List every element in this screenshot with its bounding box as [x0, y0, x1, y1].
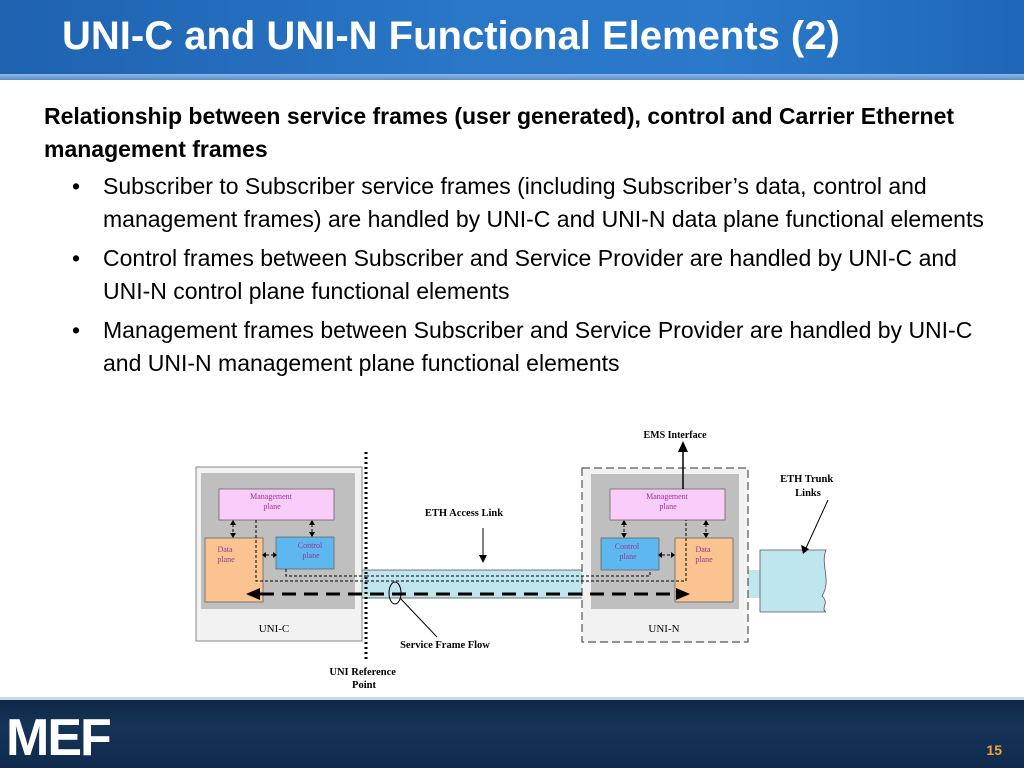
slide-subtitle: Relationship between service frames (use… [44, 103, 955, 162]
uni-c-control-path [285, 569, 366, 577]
arrowhead [658, 552, 662, 558]
arrowhead [671, 552, 675, 558]
uni-c-control-plane [275, 536, 335, 570]
arrowhead [273, 552, 277, 558]
uni-c-data-line2: plane [217, 555, 235, 564]
uni-c-management-plane [218, 488, 335, 521]
uni-c-data-plane [204, 537, 264, 603]
uni-c-data-line1: Data [217, 545, 233, 554]
bullet-text: Management frames between Subscriber and… [103, 317, 973, 376]
eth-trunk-link-shape [759, 549, 827, 613]
uni-c-control-label: Control plane [298, 541, 324, 560]
uni-reference-label: UNI Reference Point [329, 667, 398, 691]
slide-title: UNI-C and UNI-N Functional Elements (2) [62, 14, 840, 58]
arrowhead [230, 520, 236, 525]
uni-c-data-label: Data plane [217, 545, 235, 564]
uni-n-management-plane [609, 488, 726, 521]
arrowhead [678, 441, 688, 452]
eth-trunk-label: ETH Trunk Links [780, 474, 836, 499]
uni-c-inner [201, 473, 355, 609]
footer-bar [0, 700, 1024, 768]
service-frame-flow-right-arrowhead [676, 588, 690, 600]
uni-n-control-line1: Control [615, 542, 640, 551]
arrowhead [479, 555, 487, 563]
arrowhead [262, 552, 266, 558]
slide-body: Relationship between service frames (use… [44, 100, 994, 386]
uni-n-label: UNI-N [648, 623, 679, 635]
uni-n-management-line2: plane [659, 502, 677, 511]
uni-c-box [195, 466, 363, 642]
service-frame-flow-pointer [399, 597, 438, 638]
arrowhead [703, 533, 709, 538]
arrowhead [621, 520, 627, 525]
service-frame-flow-label: Service Frame Flow [400, 640, 490, 651]
arrowhead [309, 520, 315, 525]
uni-n-control-path [366, 570, 651, 577]
uni-n-management-label: Management plane [646, 492, 690, 511]
uni-c-control-line2: plane [302, 551, 320, 560]
eth-trunk-line1: ETH Trunk [780, 474, 833, 485]
uni-n-data-label: Data plane [695, 545, 713, 564]
uni-n-management-line1: Management [646, 492, 689, 501]
eth-access-link-label: ETH Access Link [425, 508, 503, 519]
uni-c-label: UNI-C [259, 623, 290, 635]
arrowhead [230, 533, 236, 538]
bullet-icon: • [72, 317, 81, 343]
uni-n-inner [591, 474, 739, 609]
service-frame-flow-marker [388, 581, 402, 605]
bullet-text: Subscriber to Subscriber service frames … [103, 173, 984, 232]
uni-n-data-plane [674, 537, 734, 603]
arrowhead [621, 533, 627, 538]
bullet-icon: • [72, 173, 81, 199]
uni-n-data-line2: plane [695, 555, 713, 564]
uni-n-data-line1: Data [695, 545, 711, 554]
ems-interface-label: EMS Interface [643, 430, 707, 441]
uni-n-control-label: Control plane [615, 542, 641, 561]
uni-n-control-line2: plane [619, 552, 637, 561]
bullet-list: • Subscriber to Subscriber service frame… [44, 170, 994, 380]
uni-c-management-line1: Management [250, 492, 293, 501]
bullet-item: • Subscriber to Subscriber service frame… [44, 170, 994, 236]
uni-n-box [581, 467, 749, 643]
eth-trunk-link-band [738, 570, 764, 598]
mef-logo: MEF [6, 709, 112, 767]
uni-reference-line1: UNI Reference [329, 667, 396, 678]
title-bar: UNI-C and UNI-N Functional Elements (2) [0, 0, 1024, 74]
eth-trunk-line2: Links [795, 488, 821, 499]
bullet-item: • Control frames between Subscriber and … [44, 242, 994, 308]
bullet-icon: • [72, 245, 81, 271]
page-number: 15 [986, 742, 1002, 758]
bullet-item: • Management frames between Subscriber a… [44, 314, 994, 380]
footer-stripe [0, 697, 1024, 702]
bullet-text: Control frames between Subscriber and Se… [103, 245, 957, 304]
eth-access-link-band [267, 569, 681, 599]
service-frame-flow-left-arrowhead [246, 588, 260, 600]
uni-n-mgmt-path [366, 520, 687, 582]
title-bar-stripe [0, 74, 1024, 80]
arrowhead [309, 532, 315, 537]
eth-trunk-pointer [805, 499, 829, 549]
uni-n-control-plane [600, 537, 660, 571]
uni-c-management-label: Management plane [250, 492, 294, 511]
uni-c-mgmt-path [255, 520, 366, 582]
uni-reference-line2: Point [352, 680, 376, 691]
arrowhead [801, 545, 809, 554]
uni-c-management-line2: plane [263, 502, 281, 511]
uni-c-control-line1: Control [298, 541, 323, 550]
arrowhead [703, 520, 709, 525]
